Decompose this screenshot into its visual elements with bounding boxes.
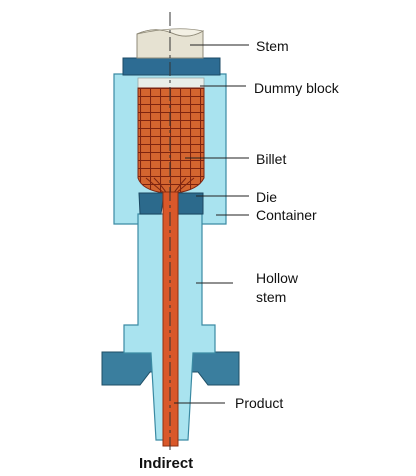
hollow-stem-label-line2: stem [256,289,286,305]
dummy-block [137,77,205,89]
container-top-plate [122,57,221,76]
product-label: Product [235,395,283,411]
diagram-caption: Indirect [139,455,193,472]
stem-label: Stem [256,38,289,54]
die-label: Die [256,189,277,205]
container-label: Container [256,207,317,223]
dummy-block-label: Dummy block [254,80,340,96]
hollow-stem-label-line1: Hollow [256,270,299,286]
billet-label: Billet [256,151,286,167]
billet [137,87,205,194]
